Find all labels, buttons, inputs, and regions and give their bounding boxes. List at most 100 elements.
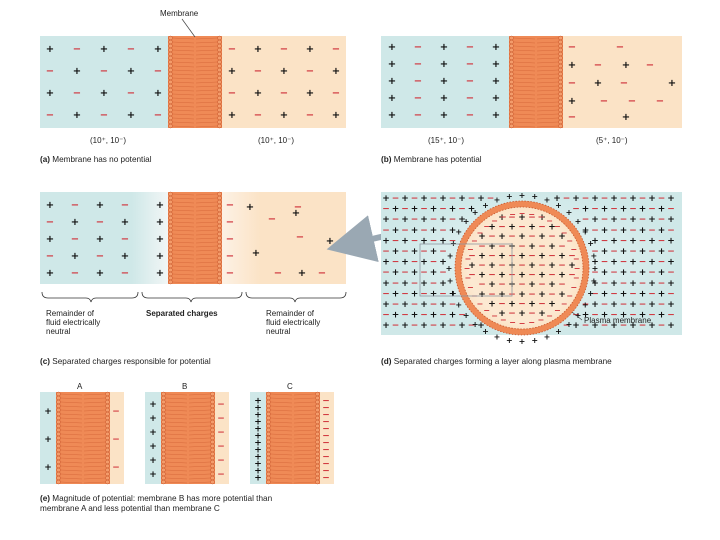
negative-charge: −: [382, 268, 390, 278]
lipid-head: [315, 399, 320, 405]
lipid-tail: [293, 469, 316, 472]
positive-charge: +: [658, 247, 666, 257]
negative-charge: −: [322, 467, 330, 477]
negative-charge: −: [228, 88, 236, 99]
negative-charge: −: [528, 309, 536, 319]
lipid-head: [56, 399, 61, 405]
lipid-head: [217, 255, 222, 261]
positive-charge: +: [420, 279, 428, 289]
positive-charge: +: [156, 200, 164, 211]
lipid-tail: [172, 201, 195, 204]
lipid-tail: [536, 105, 559, 108]
positive-charge: +: [430, 311, 438, 321]
negative-charge: −: [483, 222, 490, 231]
lipid-tail: [60, 421, 83, 424]
lipid-head: [56, 427, 61, 433]
lipid-head: [168, 39, 173, 45]
lipid-head: [217, 83, 222, 89]
positive-charge: +: [591, 277, 598, 286]
lipid-tail: [83, 473, 106, 476]
lipid-head: [558, 43, 563, 49]
lipid-head: [315, 427, 320, 433]
negative-charge: −: [639, 236, 647, 246]
lipid-tail: [60, 473, 83, 476]
lipid-head: [105, 391, 110, 397]
negative-charge: −: [488, 251, 496, 261]
negative-charge: −: [430, 258, 438, 268]
positive-charge: +: [568, 261, 576, 271]
positive-charge: +: [388, 59, 396, 70]
lipid-tail: [270, 449, 293, 452]
positive-charge: +: [254, 425, 262, 435]
negative-charge: −: [667, 311, 675, 321]
lipid-head: [217, 235, 222, 241]
lipid-head: [168, 75, 173, 81]
negative-charge: −: [217, 400, 225, 410]
negative-charge: −: [538, 280, 546, 290]
lipid-head: [56, 471, 61, 477]
lipid-head: [168, 35, 173, 41]
lipid-head: [168, 43, 173, 49]
negative-charge: −: [112, 463, 120, 473]
negative-charge: −: [648, 268, 656, 278]
lipid-head: [315, 459, 320, 465]
positive-charge: +: [591, 321, 599, 331]
lipid-head: [56, 415, 61, 421]
lipid-tail: [270, 401, 293, 404]
positive-charge: +: [591, 258, 599, 268]
negative-charge: −: [519, 209, 526, 218]
lipid-head: [161, 411, 166, 417]
lipid-head: [161, 455, 166, 461]
negative-charge: −: [382, 205, 390, 215]
negative-charge: −: [306, 66, 314, 77]
lipid-head: [558, 51, 563, 57]
positive-charge: +: [71, 217, 79, 228]
positive-charge: +: [498, 290, 506, 300]
positive-charge: +: [420, 215, 428, 225]
positive-charge: +: [531, 336, 538, 345]
positive-charge: +: [667, 321, 675, 331]
negative-charge: −: [639, 279, 647, 289]
lipid-tail: [513, 41, 536, 44]
lipid-head: [217, 47, 222, 53]
positive-charge: +: [518, 290, 526, 300]
lipid-tail: [293, 473, 316, 476]
positive-charge: +: [639, 226, 647, 236]
positive-charge: +: [478, 271, 486, 281]
negative-charge: −: [420, 226, 428, 236]
lipid-head: [210, 439, 215, 445]
lipid-head: [168, 79, 173, 85]
negative-charge: −: [639, 194, 647, 204]
lipid-tail: [188, 437, 211, 440]
positive-charge: +: [548, 299, 556, 309]
negative-charge: −: [414, 42, 422, 53]
lipid-head: [509, 71, 514, 77]
lipid-tail: [270, 461, 293, 464]
lipid-head: [161, 451, 166, 457]
negative-charge: −: [449, 236, 457, 246]
lipid-head: [509, 55, 514, 61]
negative-charge: −: [658, 300, 666, 310]
lipid-tail: [270, 473, 293, 476]
negative-charge: −: [322, 446, 330, 456]
lipid-head: [217, 115, 222, 121]
lipid-tail: [270, 425, 293, 428]
lipid-head: [217, 67, 222, 73]
negative-charge: −: [228, 44, 236, 55]
lipid-head: [509, 119, 514, 125]
positive-charge: +: [488, 261, 496, 271]
panel-e-caption: (e) Magnitude of potential: membrane B h…: [40, 494, 274, 513]
positive-charge: +: [46, 268, 54, 279]
positive-charge: +: [582, 205, 590, 215]
negative-charge: −: [112, 435, 120, 445]
panel-a-left-concentration: (10⁺, 10⁻): [90, 136, 126, 145]
panel-d-outer-ions: +−+−+−+−+−+−+−+−+−+−+−+−+−+−+−+−+−+−+−+−…: [382, 194, 675, 331]
positive-charge: +: [411, 311, 419, 321]
positive-charge: +: [447, 277, 454, 286]
lipid-head: [161, 463, 166, 469]
positive-charge: +: [154, 44, 162, 55]
negative-charge: −: [538, 299, 546, 309]
negative-charge: −: [420, 289, 428, 299]
lipid-tail: [83, 469, 106, 472]
lipid-tail: [195, 257, 218, 260]
